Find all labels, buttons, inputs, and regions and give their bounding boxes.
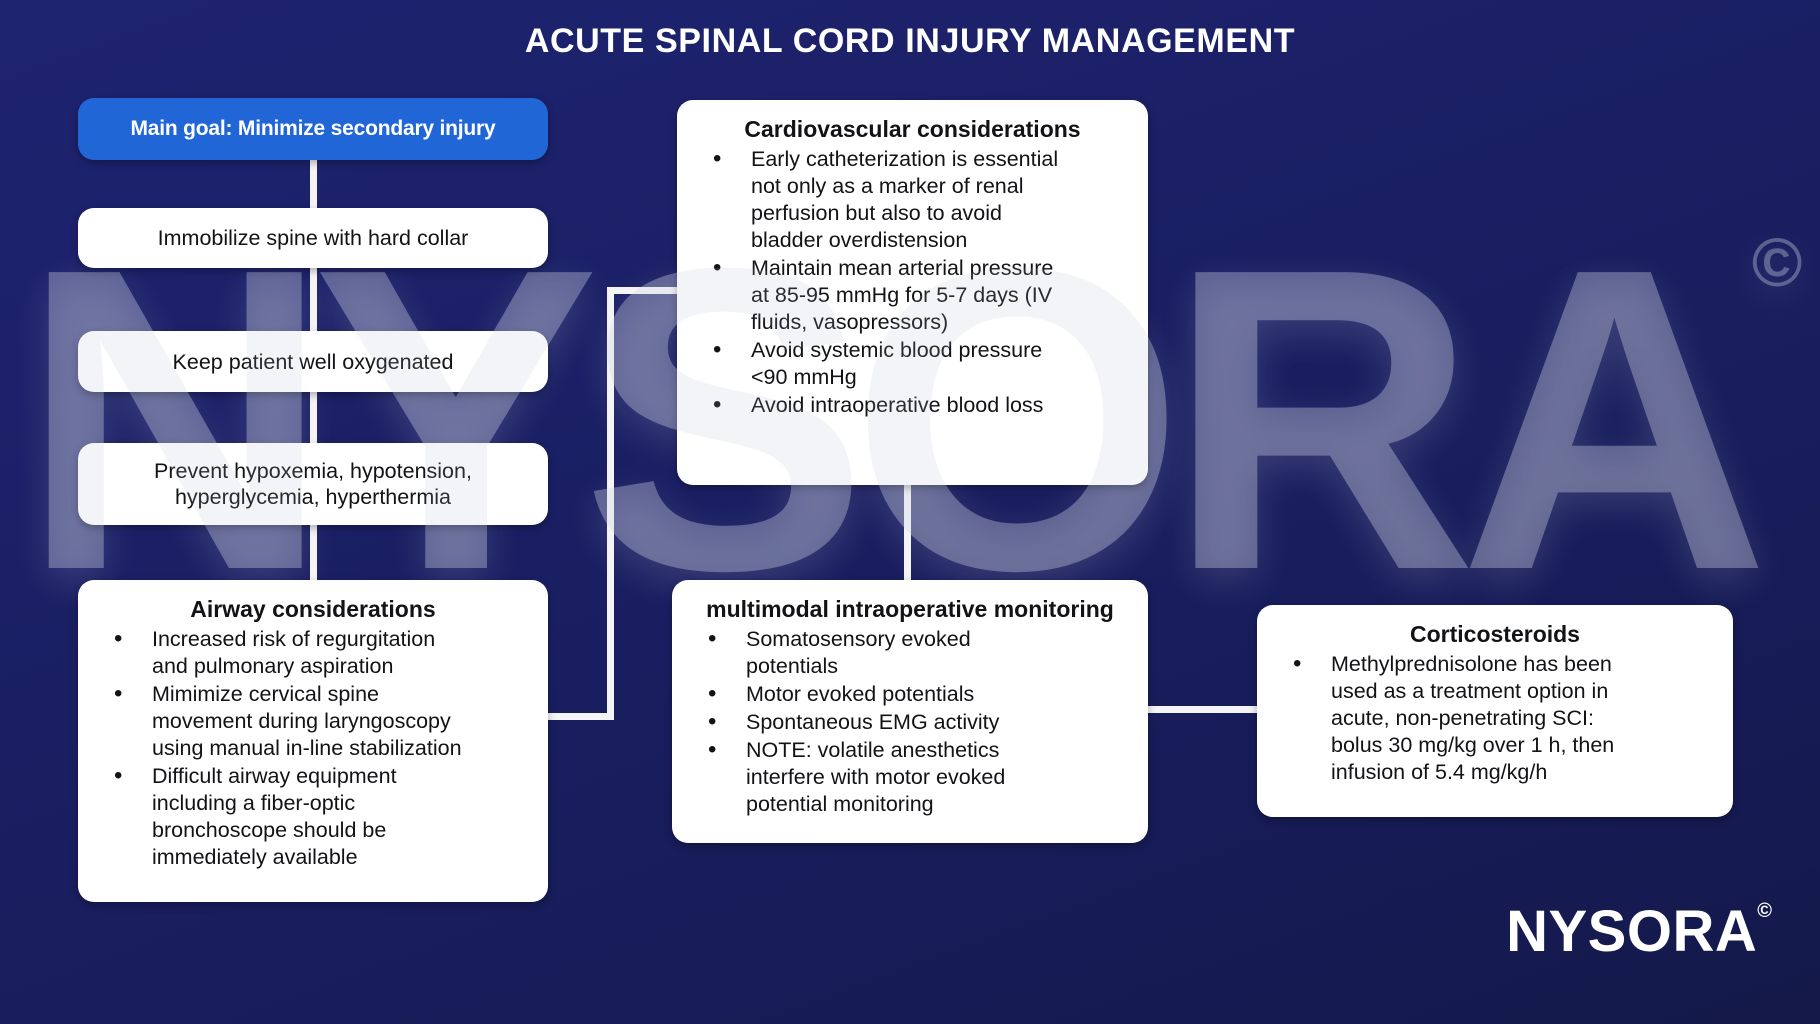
connector-airway-elbow-vertical [607, 287, 614, 720]
connector-oxygenate-prevent [310, 390, 317, 447]
connector-maingoal-immobilize [310, 158, 317, 212]
monitoring-bullet: NOTE: volatile anesthetics interfere wit… [672, 736, 1064, 818]
monitoring-bullet: Motor evoked potentials [672, 680, 1064, 708]
monitoring-bullet: Spontaneous EMG activity [672, 708, 1064, 736]
airway-bullet: Mimimize cervical spine movement during … [78, 680, 470, 762]
immobilize-label: Immobilize spine with hard collar [157, 226, 469, 250]
watermark-copyright-symbol: © [1751, 223, 1803, 301]
corticosteroids-bullet: Methylprednisolone has been used as a tr… [1257, 650, 1649, 786]
connector-elbow-cardiovascular [607, 287, 681, 294]
logo-copyright-symbol: © [1757, 900, 1772, 922]
flow-box-multimodal-monitoring: multimodal intraoperative monitoring Som… [672, 580, 1148, 843]
nysora-logo: NYSORA© [1506, 898, 1772, 965]
flow-box-immobilize: Immobilize spine with hard collar [78, 208, 548, 268]
airway-heading: Airway considerations [190, 596, 436, 622]
flow-box-cardiovascular-considerations: Cardiovascular considerations Early cath… [677, 100, 1148, 485]
flow-box-oxygenate: Keep patient well oxygenated [78, 331, 548, 392]
cardiovascular-bullet: Maintain mean arterial pressure at 85-95… [677, 254, 1069, 336]
corticosteroids-bullet-list: Methylprednisolone has been used as a tr… [1257, 650, 1717, 786]
cardiovascular-bullet-list: Early catheterization is essential not o… [677, 145, 1132, 419]
connector-airway-elbow-bottom [546, 713, 614, 720]
connector-prevent-airway [310, 523, 317, 584]
nysora-logo-text: NYSORA [1506, 899, 1758, 964]
main-goal-label: Main goal: Minimize secondary injury [130, 117, 496, 140]
monitoring-bullet-list: Somatosensory evoked potentials Motor ev… [672, 625, 1132, 818]
corticosteroids-heading: Corticosteroids [1410, 621, 1580, 647]
page-title: ACUTE SPINAL CORD INJURY MANAGEMENT [524, 22, 1296, 60]
airway-bullet: Increased risk of regurgitation and pulm… [78, 625, 470, 680]
connector-immobilize-oxygenate [310, 266, 317, 334]
prevent-label: Prevent hypoxemia, hypotension, hypergly… [154, 459, 472, 509]
cardiovascular-bullet: Early catheterization is essential not o… [677, 145, 1069, 254]
cardiovascular-bullet: Avoid systemic blood pressure <90 mmHg [677, 336, 1069, 391]
flow-box-prevent: Prevent hypoxemia, hypotension, hypergly… [78, 443, 548, 525]
cardiovascular-bullet: Avoid intraoperative blood loss [677, 391, 1069, 419]
flow-box-corticosteroids: Corticosteroids Methylprednisolone has b… [1257, 605, 1733, 817]
airway-bullet: Difficult airway equipment including a f… [78, 762, 470, 871]
cardiovascular-heading: Cardiovascular considerations [744, 116, 1081, 142]
flow-box-main-goal: Main goal: Minimize secondary injury [78, 98, 548, 160]
oxygenate-label: Keep patient well oxygenated [172, 349, 454, 374]
monitoring-bullet: Somatosensory evoked potentials [672, 625, 1064, 680]
flow-box-airway-considerations: Airway considerations Increased risk of … [78, 580, 548, 902]
connector-cardiovascular-monitoring [904, 483, 911, 583]
monitoring-heading: multimodal intraoperative monitoring [706, 596, 1114, 622]
airway-bullet-list: Increased risk of regurgitation and pulm… [78, 625, 532, 871]
connector-monitoring-corticosteroids [1146, 706, 1260, 713]
